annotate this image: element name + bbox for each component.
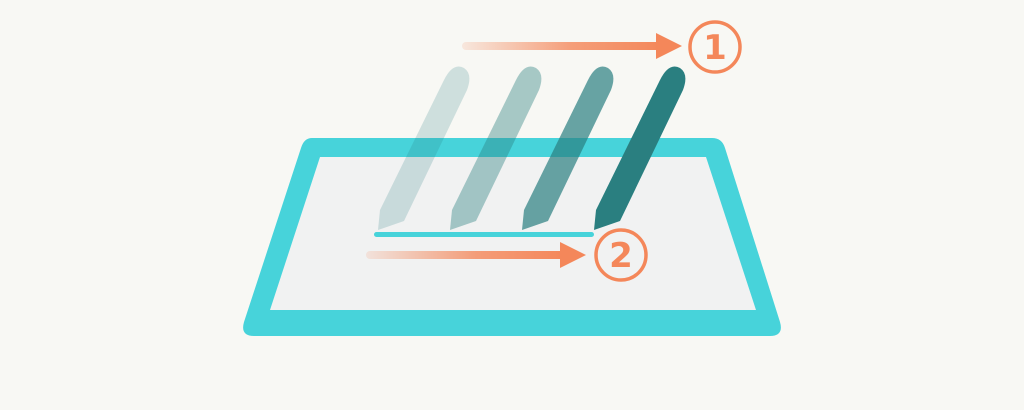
- pen-1: [378, 66, 470, 230]
- arrow-1-shaft: [462, 42, 662, 50]
- arrow-2-shaft: [366, 251, 566, 259]
- step-1-label: 1: [703, 28, 727, 68]
- arrow-1-head: [656, 33, 682, 59]
- drawn-stroke-line: [374, 232, 594, 237]
- pen-4: [594, 66, 686, 230]
- pen-group: [378, 66, 686, 230]
- step-2-badge: 2: [594, 228, 648, 282]
- arrow-2-head: [560, 242, 586, 268]
- pen-3: [522, 66, 614, 230]
- arrow-1: [462, 33, 682, 59]
- step-2-label: 2: [609, 236, 633, 276]
- arrow-2: [366, 242, 586, 268]
- step-1-badge: 1: [688, 20, 742, 74]
- pen-2: [450, 66, 542, 230]
